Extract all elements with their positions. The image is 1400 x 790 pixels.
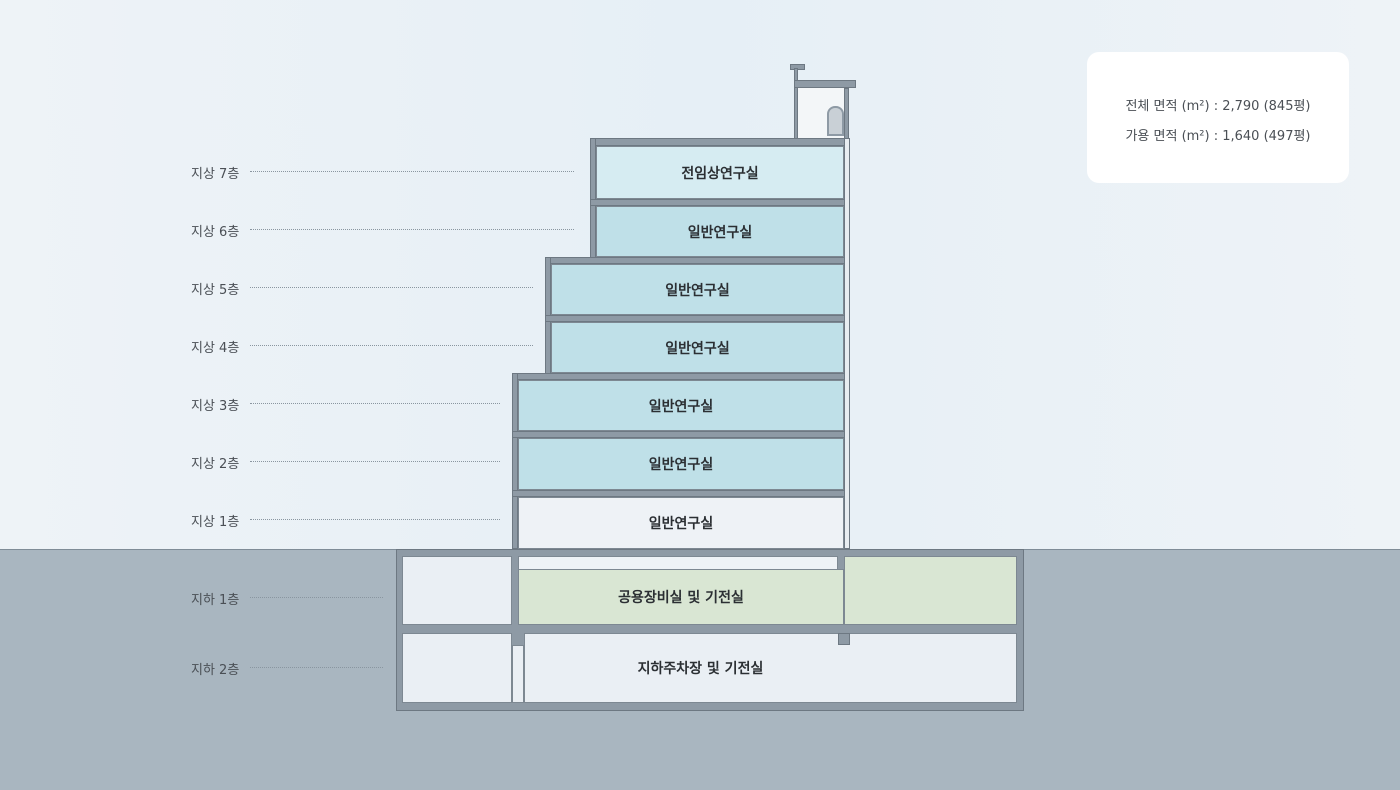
floor-label-1f: 지상 1층 — [191, 515, 240, 530]
leader-line — [250, 287, 533, 288]
leader-line — [250, 229, 574, 230]
column — [838, 633, 850, 645]
slab — [512, 490, 850, 497]
floor-label-2f: 지상 2층 — [191, 457, 240, 472]
basement-b2-side-room — [402, 633, 512, 703]
total-area-text: 전체 면적 (m²) : 2,790 (845평) — [1125, 99, 1311, 114]
floor-label-3f: 지상 3층 — [191, 399, 240, 414]
basement-b2-corridor — [512, 645, 524, 703]
wall — [512, 373, 518, 549]
slab — [512, 431, 850, 438]
floor-label-6f: 지상 6층 — [191, 225, 240, 240]
leader-line — [250, 171, 574, 172]
room-1f: 일반연구실 — [518, 497, 844, 549]
usable-area-text: 가용 면적 (m²) : 1,640 (497평) — [1125, 129, 1311, 144]
room-4f: 일반연구실 — [551, 322, 844, 373]
leader-line — [250, 667, 383, 668]
room-6f: 일반연구실 — [596, 206, 844, 257]
slab — [545, 257, 850, 264]
area-info-card: 전체 면적 (m²) : 2,790 (845평) 가용 면적 (m²) : 1… — [1087, 52, 1349, 183]
wall — [844, 138, 850, 549]
room-b2: 지하주차장 및 기전실 — [524, 633, 1017, 703]
leader-line — [250, 519, 500, 520]
leader-line — [250, 461, 500, 462]
floor-label-7f: 지상 7층 — [191, 167, 240, 182]
slab — [545, 315, 850, 322]
slab — [512, 373, 850, 380]
floor-label-5f: 지상 5층 — [191, 283, 240, 298]
rooftop-chair-icon — [827, 106, 844, 136]
room-7f: 전임상연구실 — [596, 146, 844, 199]
floor-label-b2: 지하 2층 — [191, 663, 240, 678]
floor-label-4f: 지상 4층 — [191, 341, 240, 356]
basement-b1-equipment-room — [844, 556, 1017, 625]
roof-slab — [590, 138, 850, 146]
leader-line — [250, 597, 383, 598]
leader-line — [250, 403, 500, 404]
floor-label-b1: 지하 1층 — [191, 593, 240, 608]
room-3f: 일반연구실 — [518, 380, 844, 431]
room-2f: 일반연구실 — [518, 438, 844, 490]
basement-b1-side-room — [402, 556, 512, 625]
basement-b1-strip — [518, 556, 838, 570]
room-b1: 공용장비실 및 기전실 — [518, 569, 844, 625]
room-5f: 일반연구실 — [551, 264, 844, 315]
leader-line — [250, 345, 533, 346]
slab — [590, 199, 850, 206]
